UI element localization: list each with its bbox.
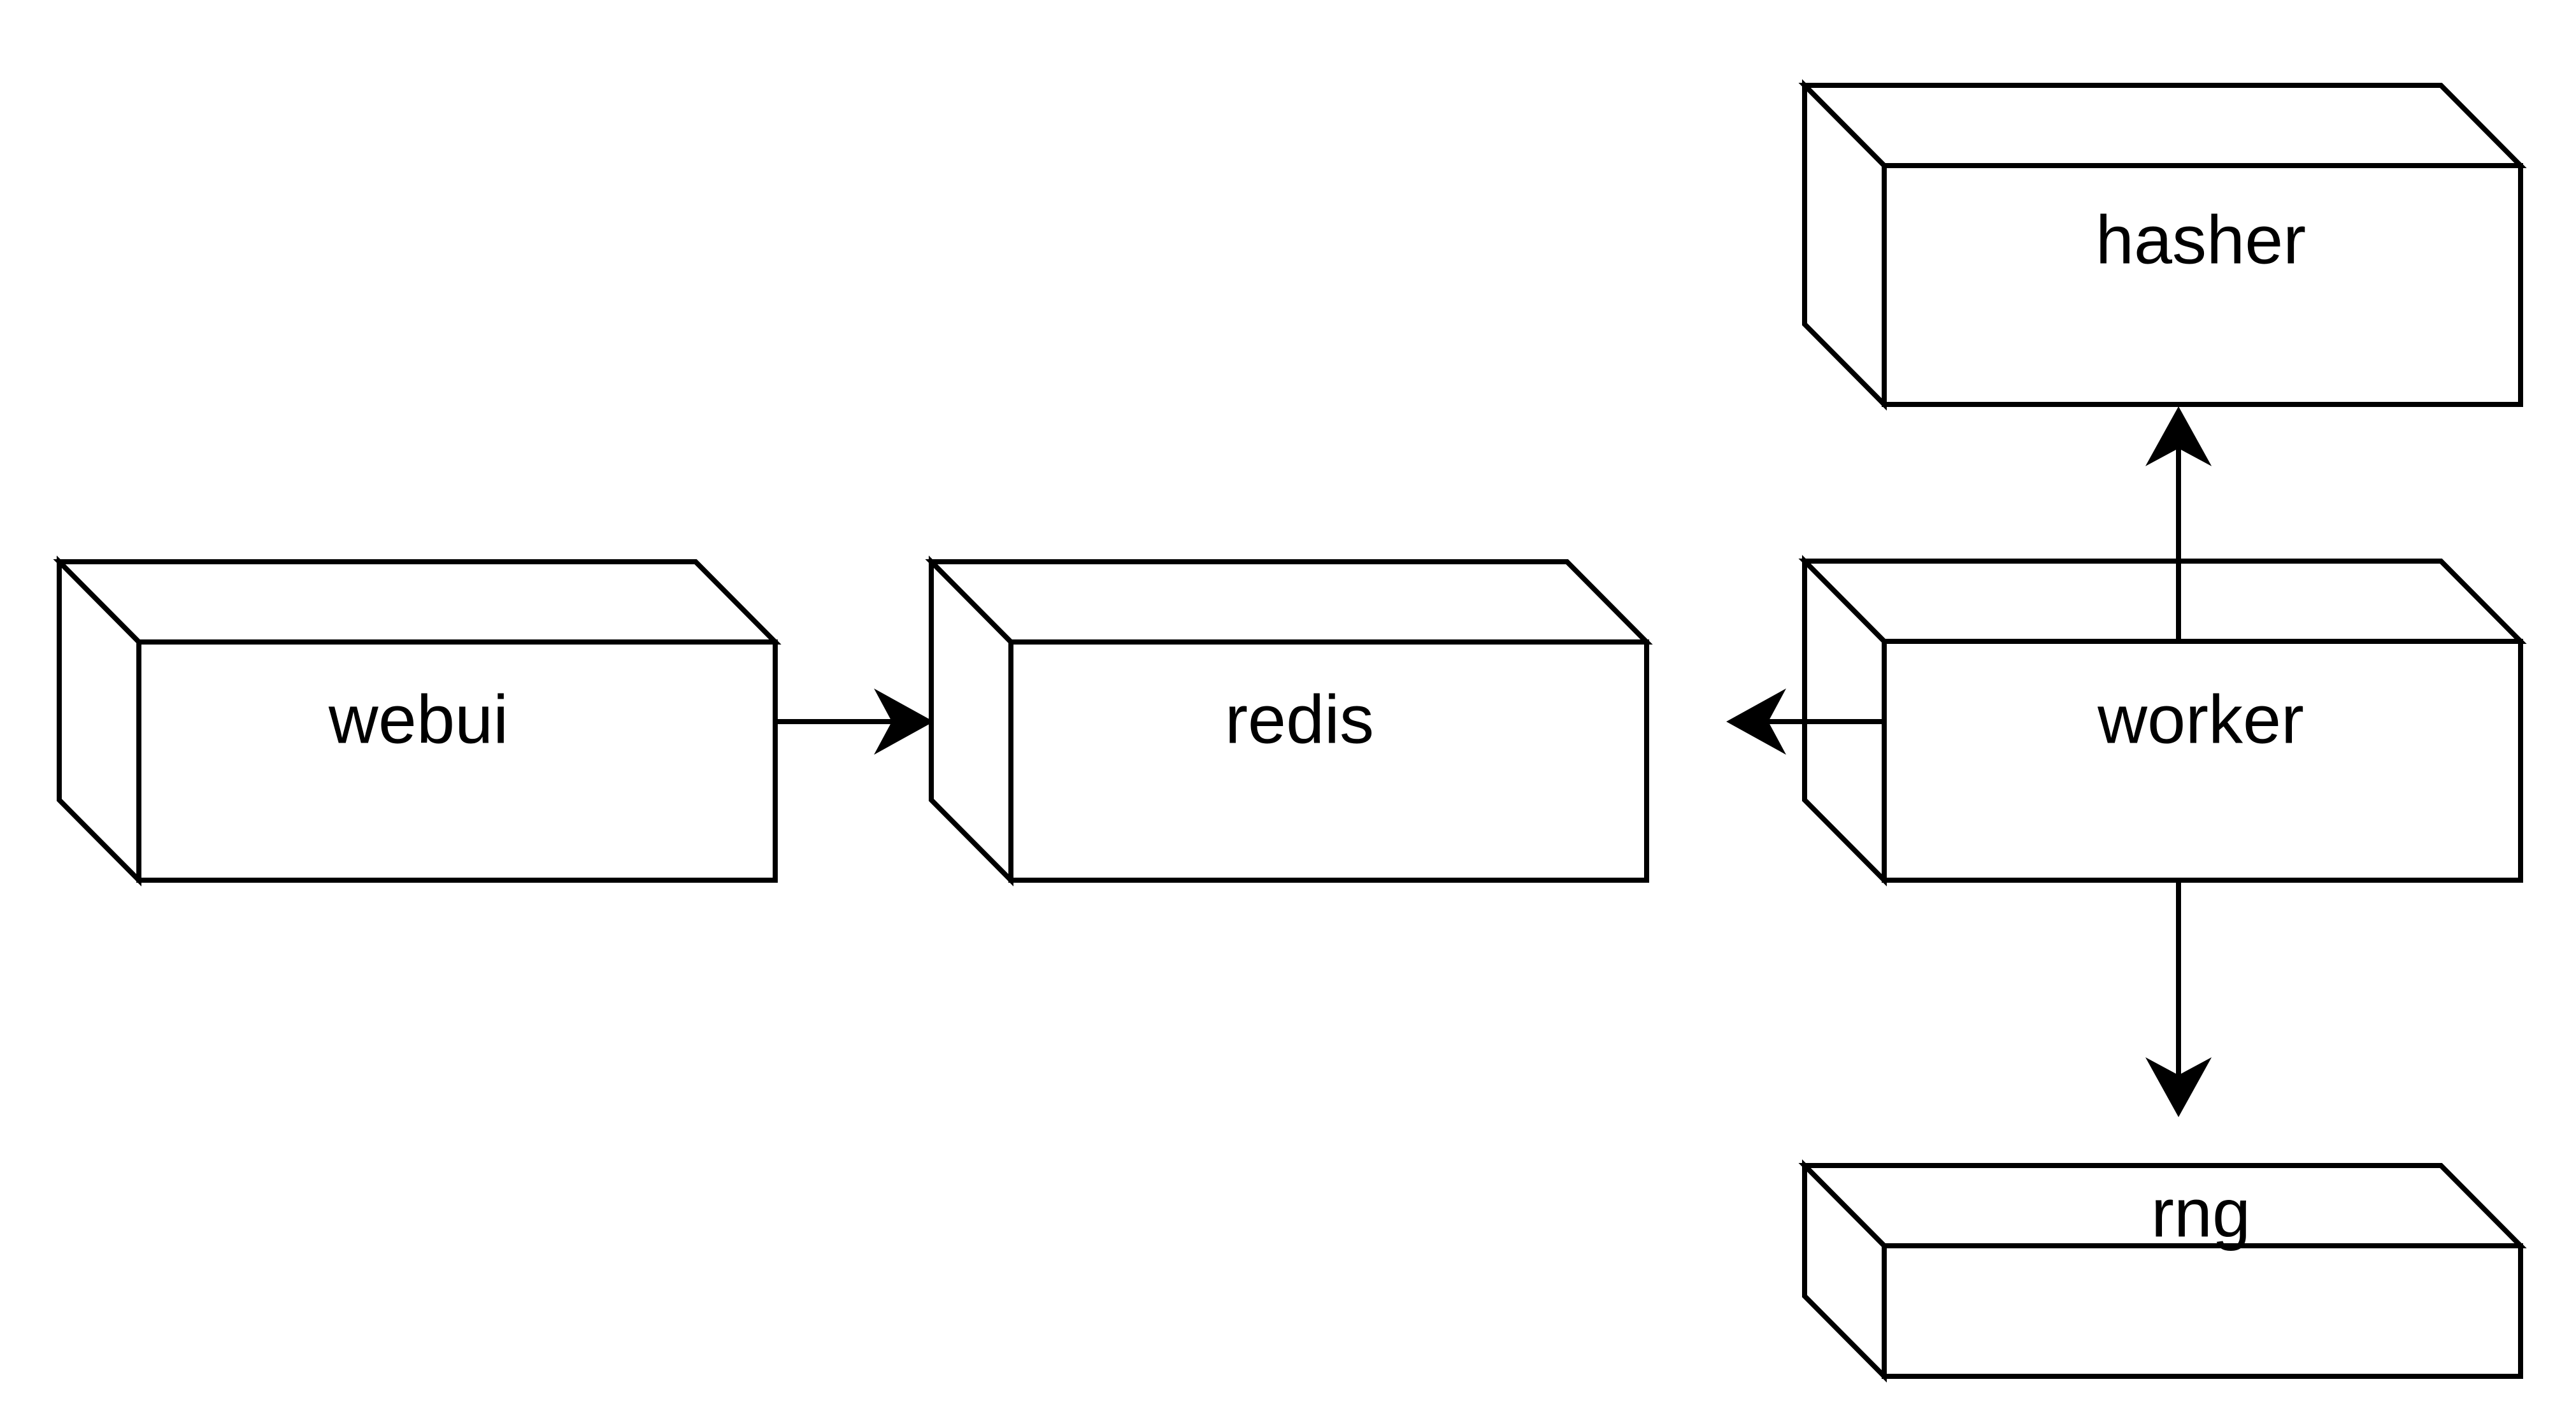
redis-top-face [925,559,1653,645]
rng-front-face [1882,1243,2523,1379]
edge-worker-to-hasher-arrowhead [2145,406,2212,466]
webui-label: webui [328,681,508,758]
edge-worker-to-redis[interactable] [1726,688,1884,755]
edge-worker-to-redis-arrowhead [1726,688,1786,755]
redis-front-face [1008,639,1649,883]
edge-worker-to-hasher[interactable] [2145,406,2212,640]
rng-label: rng [2151,1174,2250,1252]
edge-webui-to-redis[interactable] [775,688,934,755]
node-webui[interactable]: webui [53,555,782,887]
redis-label: redis [1225,681,1374,758]
worker-top-face [1798,559,2527,644]
hasher-front-face [1882,163,2523,407]
hasher-top-face [1798,83,2527,168]
hasher-label: hasher [2096,201,2306,278]
worker-label: worker [2097,681,2304,758]
node-redis[interactable]: redis [925,555,1653,887]
node-hasher[interactable]: hasher [1798,79,2527,411]
node-worker[interactable]: worker [1798,555,2527,887]
edge-worker-to-rng-arrowhead [2145,1057,2212,1117]
webui-front-face [136,639,778,883]
node-rng[interactable]: rng [1798,1159,2527,1383]
webui-top-face [53,559,782,645]
worker-front-face [1882,639,2523,883]
edge-webui-to-redis-arrowhead [874,688,934,755]
edge-worker-to-rng[interactable] [2145,881,2212,1117]
